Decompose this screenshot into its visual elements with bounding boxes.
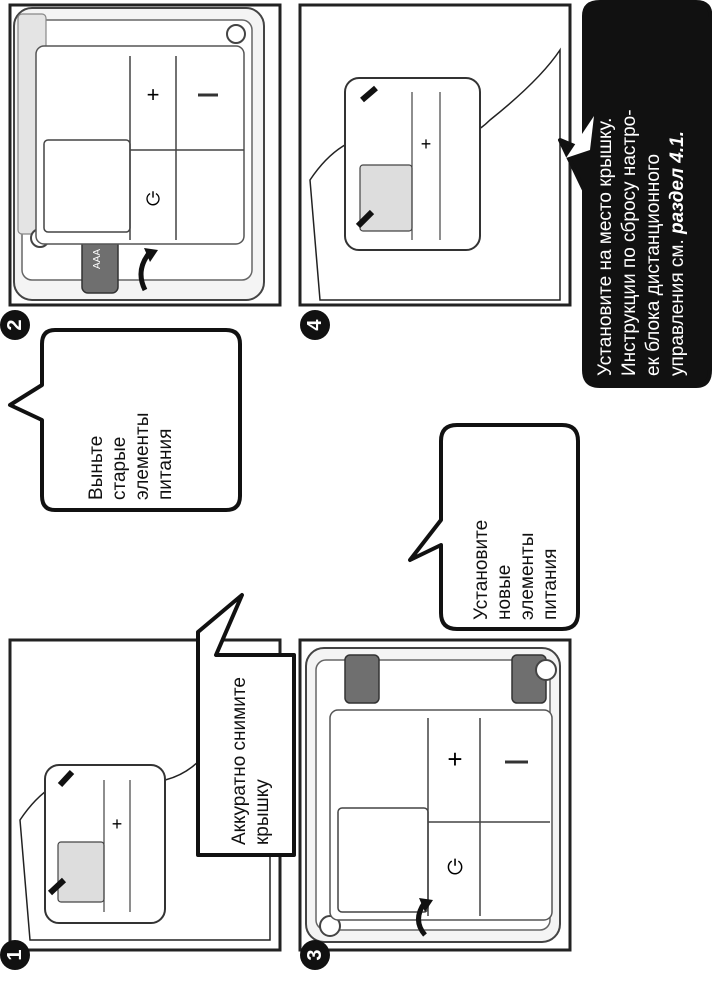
callout-bubble-step-1 [198, 595, 294, 855]
battery-label: AAA [92, 249, 103, 269]
power-button: ⏻ [146, 189, 160, 210]
display-screen [44, 140, 130, 232]
device-open-step-3: + ⏻ [306, 648, 560, 942]
svg-text:+: + [112, 814, 123, 834]
battery-aaa [345, 655, 379, 703]
plus-button: + [447, 744, 462, 774]
callout-bubble-step-2 [10, 330, 240, 510]
callout-bubble-step-3 [410, 425, 578, 629]
display-screen [360, 165, 412, 231]
plus-button: + [147, 82, 160, 107]
svg-text:+: + [421, 134, 432, 154]
display-screen [58, 842, 104, 902]
device-open-step-2: AAA + ⏻ [14, 8, 264, 300]
callout-bubble-step-4 [560, 2, 710, 386]
display-screen [338, 808, 428, 912]
power-button: ⏻ [447, 855, 463, 879]
